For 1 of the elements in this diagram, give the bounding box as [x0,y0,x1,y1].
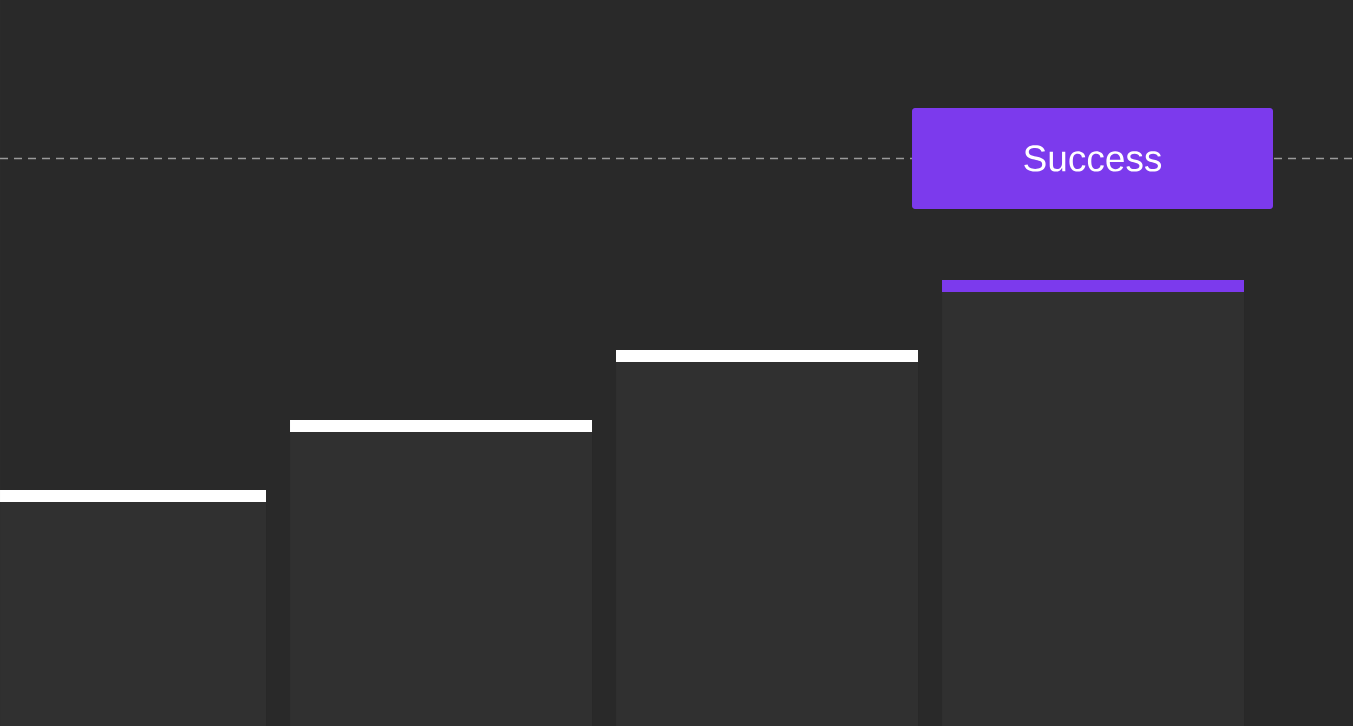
label-box: Success [912,108,1273,209]
